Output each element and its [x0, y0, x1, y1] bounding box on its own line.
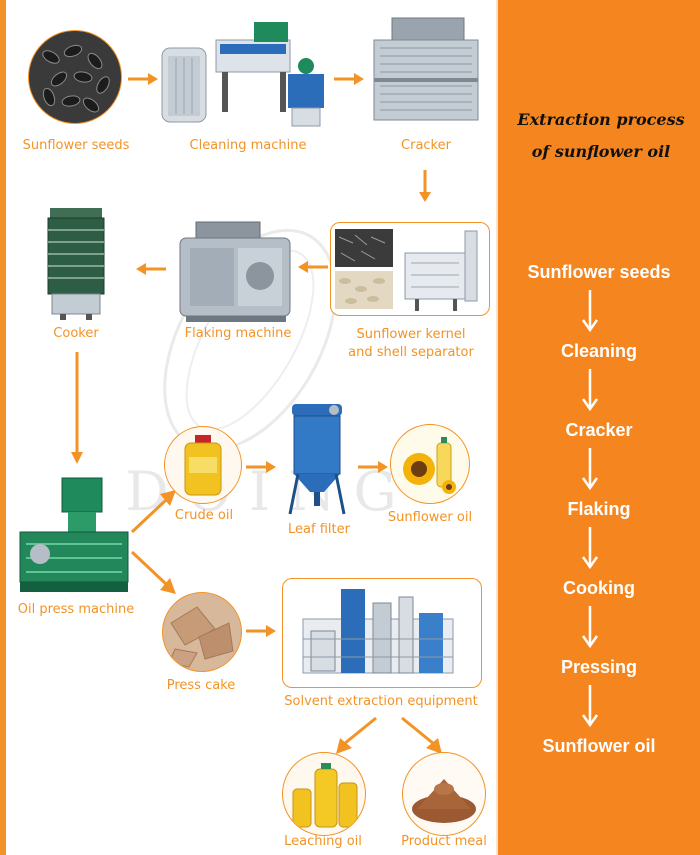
label-leaf-filter: Leaf filter — [288, 522, 350, 537]
crude-oil-image — [164, 426, 242, 504]
summary-title-line2: of sunflower oil — [531, 142, 671, 161]
arrow-press-to-cake — [130, 550, 176, 594]
oil-press-image — [19, 477, 129, 592]
label-press: Oil press machine — [17, 602, 135, 617]
arrow-cooker-to-press — [71, 352, 83, 464]
step-sunflower-seeds: Sunflower seeds — [527, 262, 671, 282]
label-cooker: Cooker — [53, 326, 99, 341]
arrow-cake-to-solvent — [246, 625, 276, 637]
label-sunflower-oil: Sunflower oil — [387, 510, 473, 525]
arrow-press-to-crude-oil — [130, 490, 176, 534]
summary-panel — [498, 0, 700, 855]
leaf-filter-image — [288, 404, 346, 515]
step-cracker: Cracker — [565, 420, 633, 440]
step-arrow-4 — [581, 527, 599, 570]
step-sunflower-oil: Sunflower oil — [542, 736, 656, 756]
step-flaking: Flaking — [567, 499, 631, 519]
cleaning-machine-image — [161, 22, 324, 127]
arrow-filter-to-oil — [358, 461, 388, 473]
arrow-cleaning-to-cracker — [334, 73, 364, 85]
cracker-image — [373, 17, 479, 121]
step-pressing: Pressing — [560, 657, 638, 677]
label-separator-line1: Sunflower kernel — [356, 327, 466, 342]
label-seeds: Sunflower seeds — [22, 138, 130, 153]
step-cooking: Cooking — [563, 578, 635, 598]
left-border — [0, 0, 6, 855]
label-separator-line2: and shell separator — [348, 345, 474, 360]
press-cake-image — [162, 592, 242, 672]
solvent-extraction-image — [282, 578, 482, 688]
product-meal-image — [402, 752, 486, 836]
arrow-flaking-to-cooker — [136, 263, 166, 275]
cooker-image — [47, 208, 105, 320]
flaking-machine-image — [179, 221, 291, 322]
label-cleaning: Cleaning machine — [189, 138, 307, 153]
arrow-solvent-to-meal — [401, 716, 442, 754]
step-arrow-1 — [581, 290, 599, 333]
seeds-image — [28, 30, 122, 124]
step-arrow-6 — [581, 685, 599, 728]
arrow-crude-to-filter — [246, 461, 276, 473]
leaching-oil-image — [282, 752, 366, 836]
summary-title: Extraction process of sunflower oil — [506, 104, 696, 168]
label-crude-oil: Crude oil — [174, 508, 234, 523]
arrow-solvent-to-leaching — [336, 716, 377, 754]
separator-image — [330, 222, 490, 316]
label-solvent: Solvent extraction equipment — [284, 694, 478, 709]
arrow-seeds-to-cleaning — [128, 73, 158, 85]
label-product-meal: Product meal — [401, 834, 487, 849]
arrow-separator-to-flaking — [298, 261, 328, 273]
label-separator: Sunflower kernel and shell separator — [338, 326, 484, 362]
sunflower-oil-image — [390, 424, 470, 504]
label-cracker: Cracker — [401, 138, 451, 153]
panel-divider — [496, 0, 498, 855]
summary-title-line1: Extraction process — [517, 110, 685, 129]
label-press-cake: Press cake — [166, 678, 236, 693]
step-arrow-3 — [581, 448, 599, 491]
arrow-cracker-down — [419, 170, 431, 202]
step-arrow-5 — [581, 606, 599, 649]
label-flaking: Flaking machine — [184, 326, 292, 341]
label-leaching-oil: Leaching oil — [284, 834, 362, 849]
step-cleaning: Cleaning — [560, 341, 637, 361]
step-arrow-2 — [581, 369, 599, 412]
